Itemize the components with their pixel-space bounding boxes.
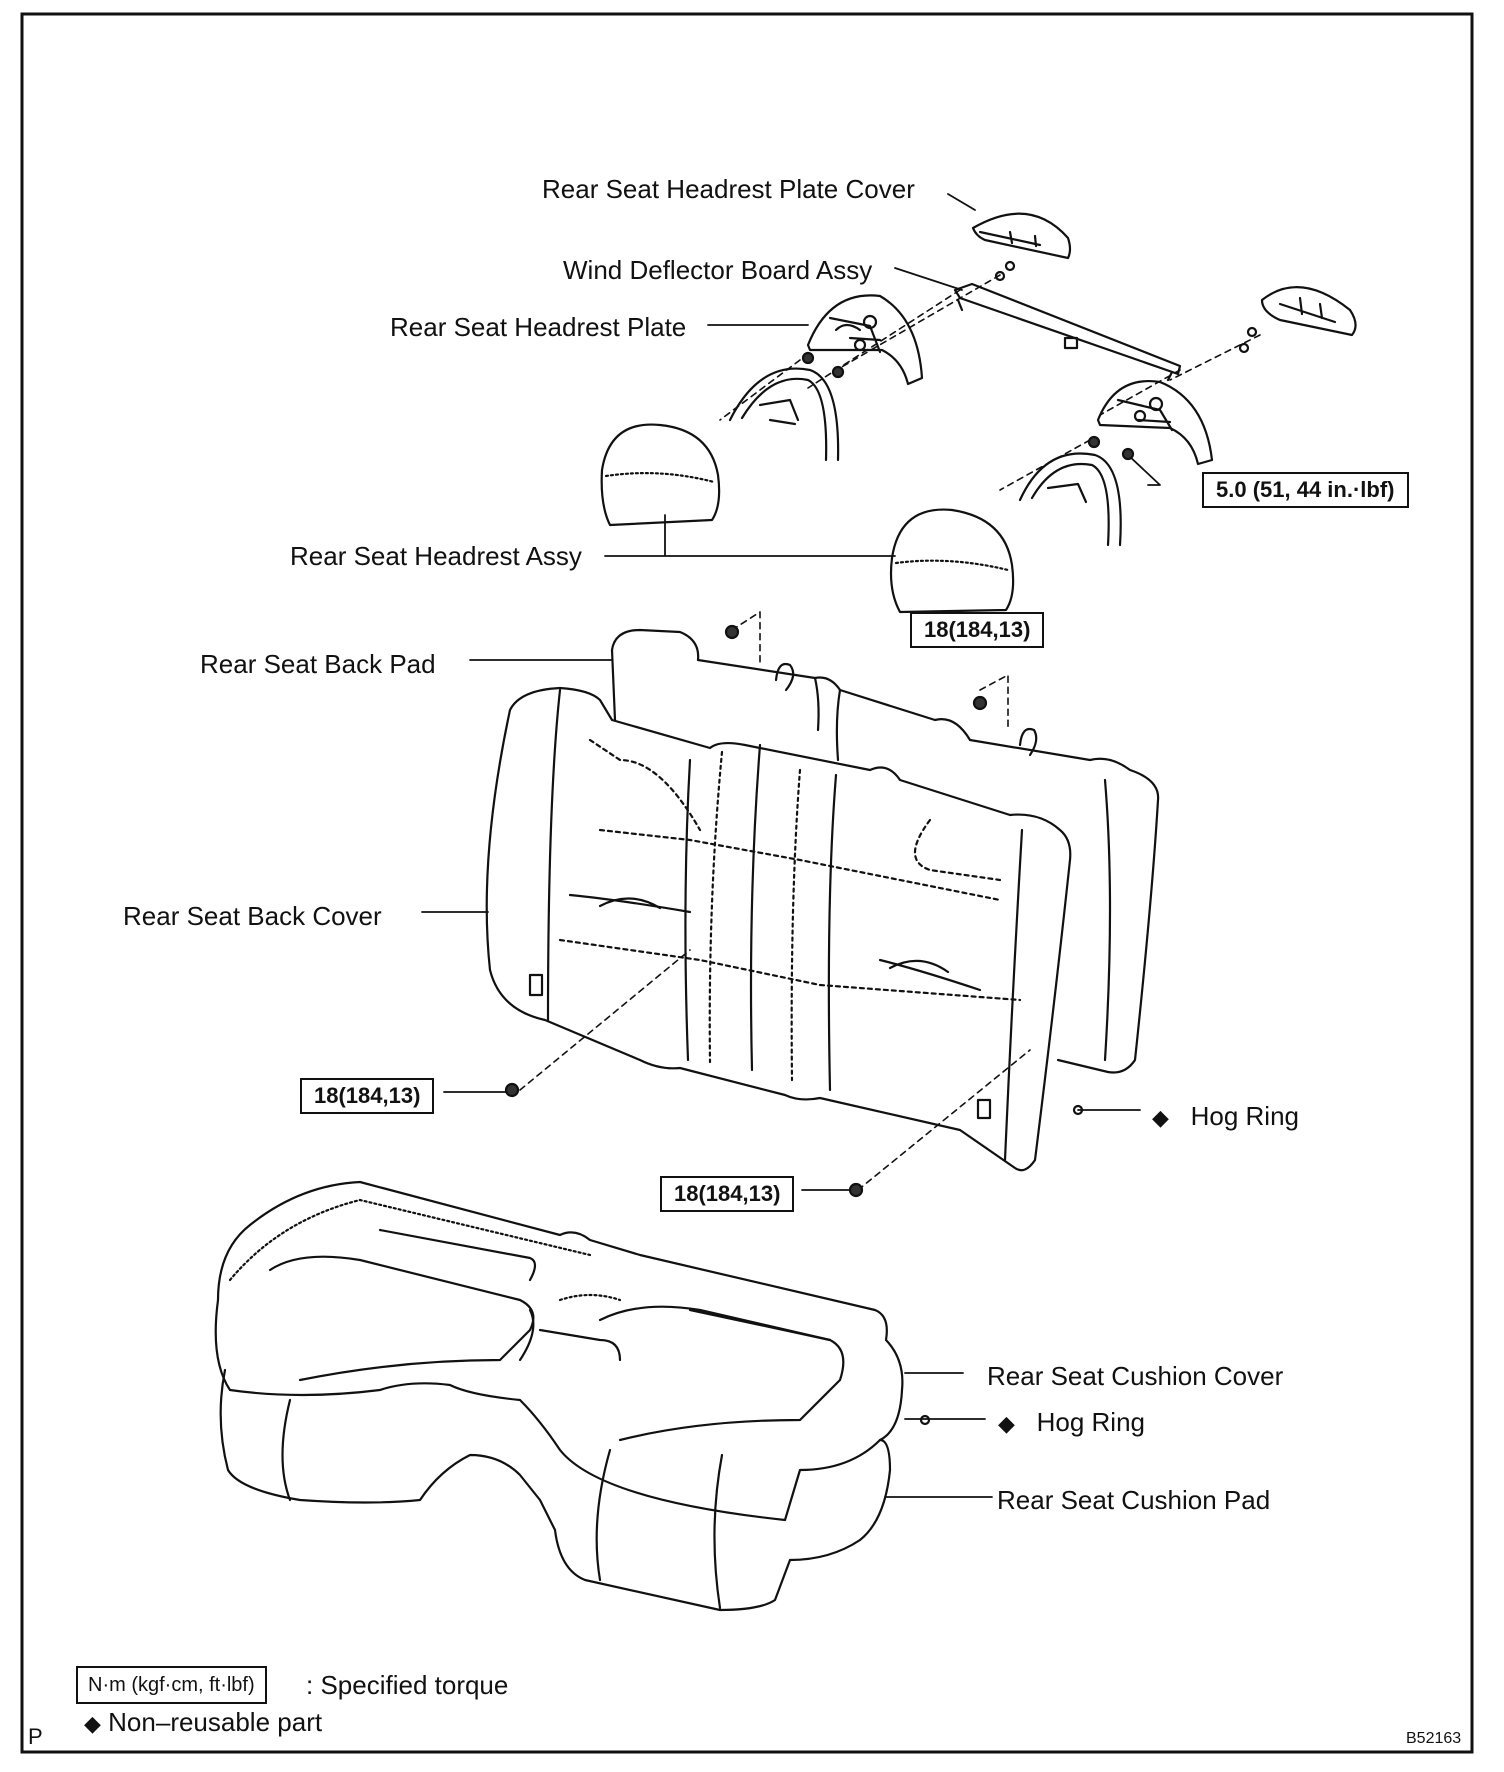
leader-lines	[421, 193, 1161, 1498]
seat-cushion-pad	[219, 1368, 892, 1612]
torque-back-bottom: 18(184,13)	[660, 1176, 795, 1212]
hog-ring-2-text: Hog Ring	[1036, 1407, 1145, 1437]
torque-back-left: 18(184,13)	[300, 1078, 435, 1114]
legend-torque-unit: N·m (kgf·cm, ft·lbf)	[76, 1666, 267, 1704]
torque-headrest-nut: 5.0 (51, 44 in.·lbf)	[1202, 472, 1409, 508]
headrest-frame-right	[1018, 452, 1122, 547]
legend-nonreusable-text: Non–reusable part	[108, 1707, 323, 1737]
label-headrest-assy: Rear Seat Headrest Assy	[290, 541, 582, 571]
figure-code: B52163	[1406, 1730, 1462, 1747]
fasteners	[504, 351, 1135, 1426]
legend-torque-desc: : Specified torque	[306, 1670, 509, 1700]
hog-ring-1-text: Hog Ring	[1190, 1101, 1299, 1131]
label-cushion-pad: Rear Seat Cushion Pad	[997, 1485, 1271, 1515]
headrest-assy-left	[600, 423, 721, 527]
headrest-plate-cover-left	[971, 212, 1072, 260]
label-cushion-cover: Rear Seat Cushion Cover	[987, 1361, 1284, 1391]
legend-nonreusable: ◆ Non–reusable part	[84, 1707, 322, 1739]
headrest-plate-left	[806, 294, 924, 386]
label-back-pad: Rear Seat Back Pad	[200, 649, 436, 679]
seat-back-pad	[610, 628, 1160, 1074]
label-headrest-plate-cover: Rear Seat Headrest Plate Cover	[542, 174, 915, 204]
wind-deflector-board	[953, 260, 1258, 382]
label-back-cover: Rear Seat Back Cover	[123, 901, 382, 931]
diagram-frame	[20, 12, 1474, 1754]
nonreusable-diamond-icon: ◆	[1152, 1105, 1169, 1130]
label-headrest-plate: Rear Seat Headrest Plate	[390, 312, 687, 342]
assembly-lines	[519, 274, 1261, 1191]
nonreusable-diamond-icon: ◆	[998, 1411, 1015, 1436]
seat-cushion-cover	[214, 1180, 904, 1522]
hooks	[774, 662, 1038, 757]
label-hog-ring-2: ◆ Hog Ring	[998, 1407, 1145, 1439]
label-wind-deflector: Wind Deflector Board Assy	[563, 255, 873, 285]
headrest-plate-right	[1096, 380, 1214, 466]
seat-back-cover	[485, 686, 1072, 1172]
corner-letter: P	[28, 1724, 43, 1749]
headrest-plate-cover-right	[1260, 286, 1357, 337]
torque-back-top: 18(184,13)	[910, 612, 1045, 648]
headrest-assy-right	[889, 508, 1015, 614]
label-hog-ring-1: ◆ Hog Ring	[1152, 1101, 1299, 1133]
nonreusable-diamond-icon: ◆	[84, 1711, 101, 1736]
headrest-frame-left	[728, 367, 840, 462]
